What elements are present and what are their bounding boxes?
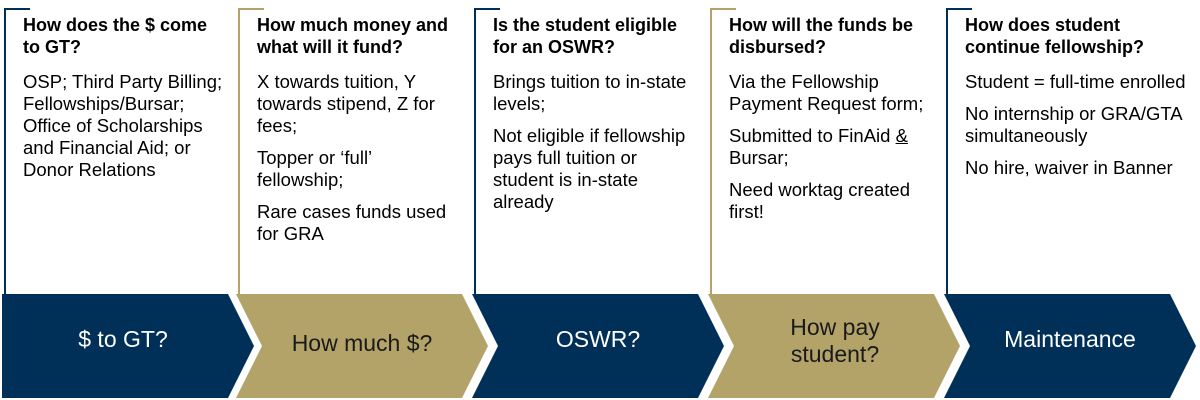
column-heading: Is the student eligible for an OSWR? [493, 15, 678, 57]
column-item-tail: Bursar; [729, 147, 789, 168]
column-item: X towards tuition, Y towards stipend, Z … [257, 71, 435, 136]
column-bracket [710, 8, 712, 295]
column-bracket [238, 8, 240, 295]
column-bracket [4, 8, 6, 295]
column-item: No hire, waiver in Banner [965, 157, 1173, 178]
chevron-label-5: Maintenance [1004, 326, 1136, 352]
column-eligibility: Is the student eligible for an OSWR? Bri… [474, 0, 704, 295]
column-bracket-tick [946, 8, 972, 10]
process-chevrons [2, 294, 1196, 398]
column-maintenance: How does student continue fellowship? St… [946, 0, 1196, 295]
column-bracket-tick [710, 8, 736, 10]
column-item: Not eligible if fellowship pays full tui… [493, 125, 686, 212]
ampersand: & [895, 125, 908, 146]
column-bracket-tick [474, 8, 500, 10]
column-funding-source: How does the $ come to GT? OSP; Third Pa… [4, 0, 234, 295]
column-heading: How much money and what will it fund? [257, 15, 449, 57]
column-item-compound: Submitted to FinAid & Bursar; [729, 125, 934, 169]
column-item: Rare cases funds used for GRA [257, 201, 447, 244]
chevron-label-4: How pay student? [790, 314, 880, 367]
column-item: Need worktag created first! [729, 179, 910, 222]
chevron-step-2 [236, 294, 488, 398]
column-bracket-tick [238, 8, 264, 10]
chevron-step-4 [708, 294, 960, 398]
column-item: Brings tuition to in-state levels; [493, 71, 687, 114]
chevron-step-3 [472, 294, 724, 398]
column-item: No internship or GRA/GTA simultaneously [965, 103, 1182, 146]
column-bracket-tick [4, 8, 30, 10]
column-item: Student = full-time enrolled [965, 71, 1186, 92]
column-heading: How does the $ come to GT? [23, 15, 208, 57]
column-disbursement: How will the funds be disbursed? Via the… [710, 0, 940, 295]
chevron-label-1: $ to GT? [78, 326, 168, 352]
column-amount: How much money and what will it fund? X … [238, 0, 468, 295]
chevron-step-1 [2, 294, 254, 398]
column-item: OSP; Third Party Billing; Fellowships/Bu… [23, 71, 223, 180]
column-heading: How does student continue fellowship? [965, 15, 1144, 57]
column-heading: How will the funds be disbursed? [729, 15, 913, 57]
chevron-step-5 [944, 294, 1196, 398]
chevron-label-3: OSWR? [555, 326, 641, 352]
chevron-label-2: How much $? [291, 330, 433, 356]
column-item: Via the Fellowship Payment Request form; [729, 71, 924, 114]
column-item: Submitted to FinAid [729, 125, 891, 146]
column-item: Topper or ‘full’ fellowship; [257, 147, 372, 190]
column-bracket [474, 8, 476, 295]
column-bracket [946, 8, 948, 295]
